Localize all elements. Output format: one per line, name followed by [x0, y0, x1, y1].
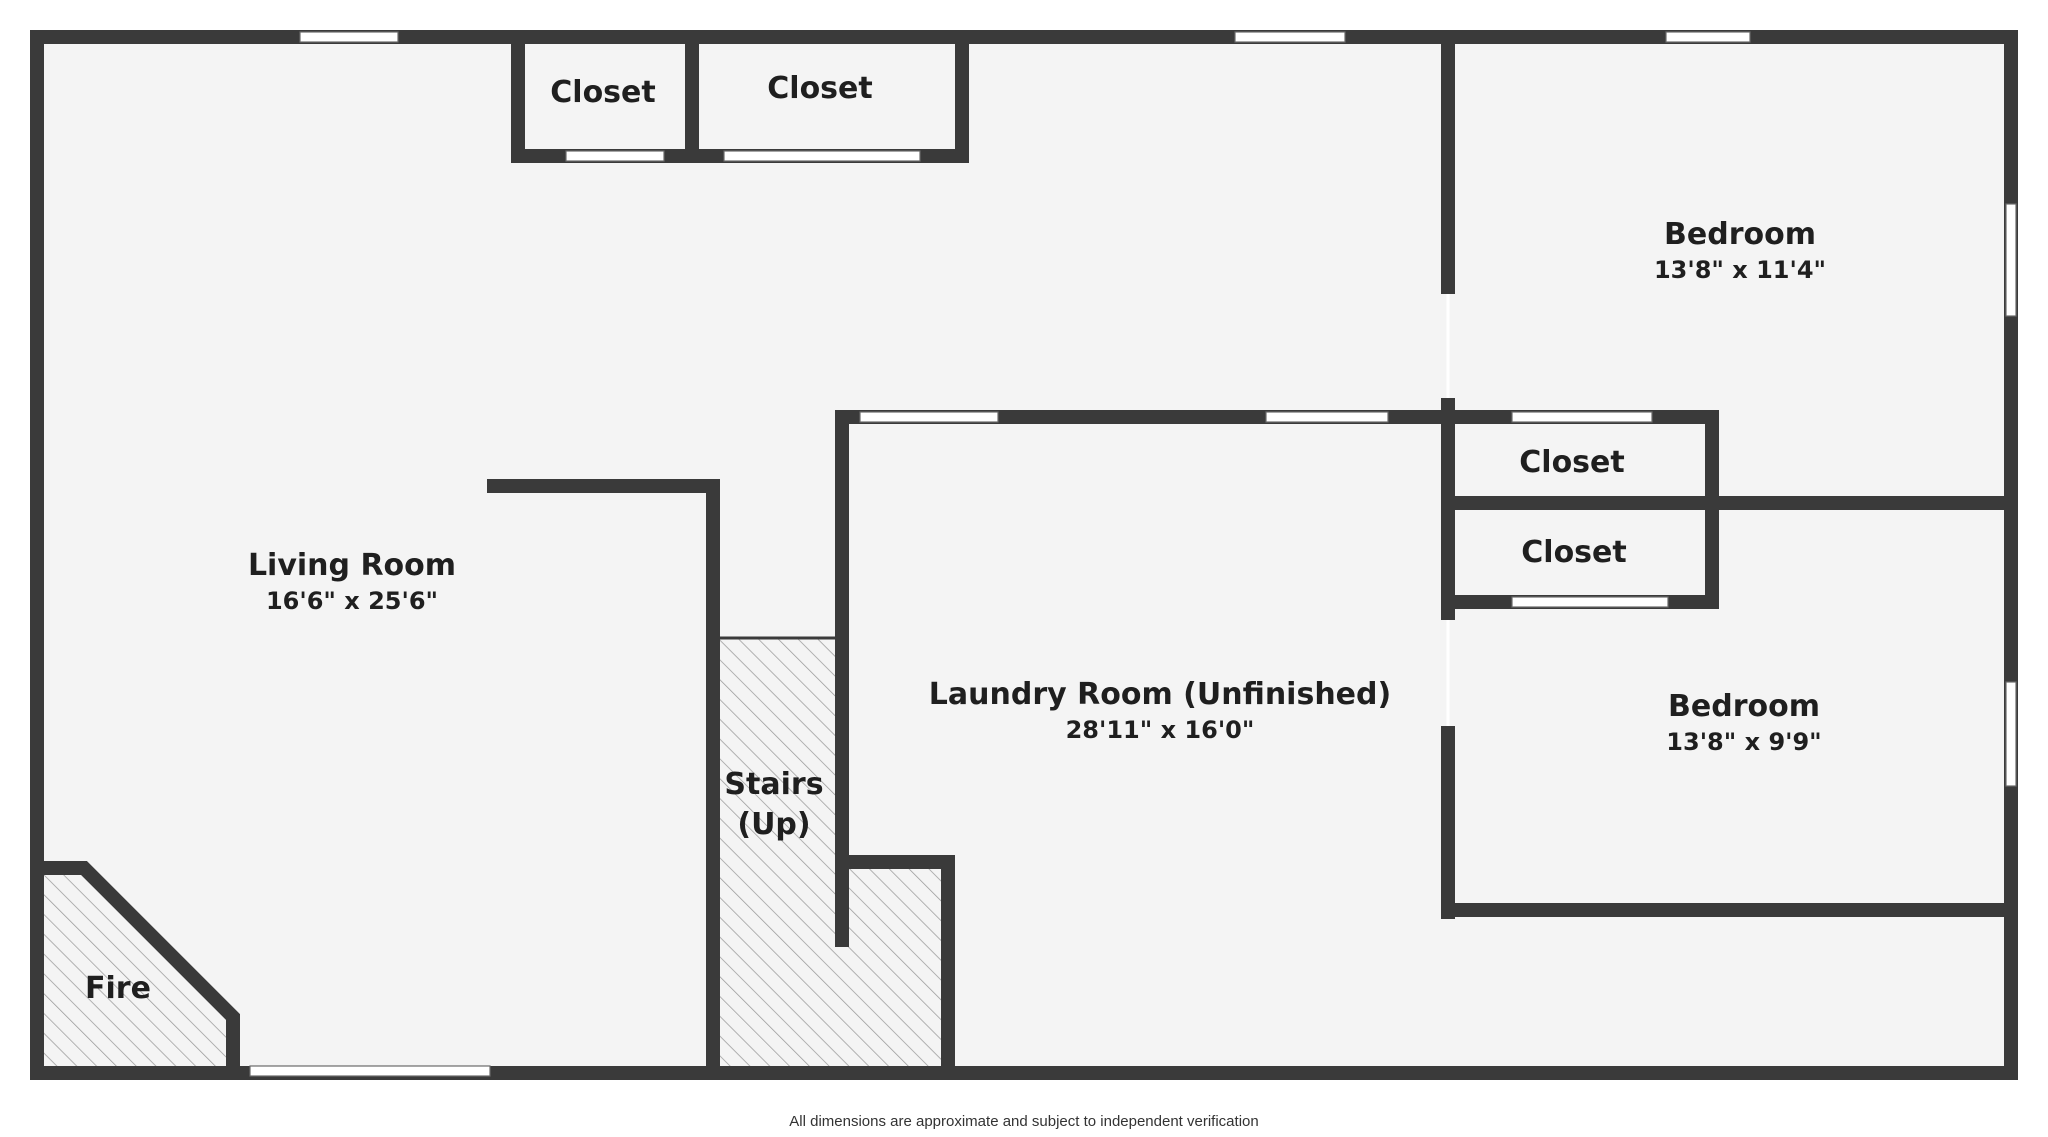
stairs-hatch: [720, 638, 836, 1070]
window-top-center: [1234, 31, 1346, 43]
living-room-label: Living Room 16'6" x 25'6": [248, 548, 456, 615]
laundry-door-left: [859, 411, 999, 423]
bedroom-lower-name: Bedroom: [1668, 689, 1820, 724]
floor-area: [40, 40, 2008, 1070]
laundry-door-right: [1265, 411, 1389, 423]
stairs-label-line2: (Up): [737, 807, 810, 842]
stair-landing-wall: [835, 855, 955, 1077]
bedroom-upper-label: Bedroom 13'8" x 11'4": [1654, 217, 1826, 284]
bedroom-lower-label: Bedroom 13'8" x 9'9": [1666, 689, 1821, 756]
fireplace-label: Fire: [85, 971, 151, 1006]
laundry-room-name: Laundry Room (Unfinished): [929, 677, 1391, 712]
closet-top-right-label: Closet: [767, 71, 872, 106]
closet-door-top-right: [723, 150, 921, 162]
laundry-room-dimensions: 28'11" x 16'0": [1066, 716, 1255, 744]
fireplace-hatch: [40, 870, 233, 1070]
window-bottom-left: [249, 1065, 491, 1077]
windows: [249, 31, 2017, 1077]
closet-door-top-left: [565, 150, 665, 162]
laundry-west-wall: [835, 410, 1455, 947]
footer-disclaimer: All dimensions are approximate and subje…: [789, 1113, 1258, 1130]
closet-door-upper: [1511, 411, 1653, 423]
closet-top-left-label: Closet: [550, 75, 655, 110]
bedroom-lower-dimensions: 13'8" x 9'9": [1666, 728, 1821, 756]
window-bedroom-upper: [2005, 203, 2017, 317]
living-room-name: Living Room: [248, 548, 456, 583]
bedroom-upper-name: Bedroom: [1664, 217, 1816, 252]
bedroom-upper-dimensions: 13'8" x 11'4": [1654, 256, 1826, 284]
closet-door-lower: [1511, 596, 1669, 608]
window-top-left: [299, 31, 399, 43]
fireplace-wall: [33, 861, 240, 1077]
window-bedroom-lower: [2005, 681, 2017, 787]
window-top-right: [1665, 31, 1751, 43]
outer-wall: [30, 30, 2018, 1080]
living-room-dimensions: 16'6" x 25'6": [266, 587, 438, 615]
closet-bedroom-upper-label: Closet: [1519, 445, 1624, 480]
stair-landing-hatch: [836, 864, 948, 1070]
closet-bedroom-lower-label: Closet: [1521, 535, 1626, 570]
stairs-label-line1: Stairs: [724, 767, 823, 802]
laundry-room-label: Laundry Room (Unfinished) 28'11" x 16'0": [929, 677, 1391, 744]
living-room-partition: [487, 479, 720, 1077]
